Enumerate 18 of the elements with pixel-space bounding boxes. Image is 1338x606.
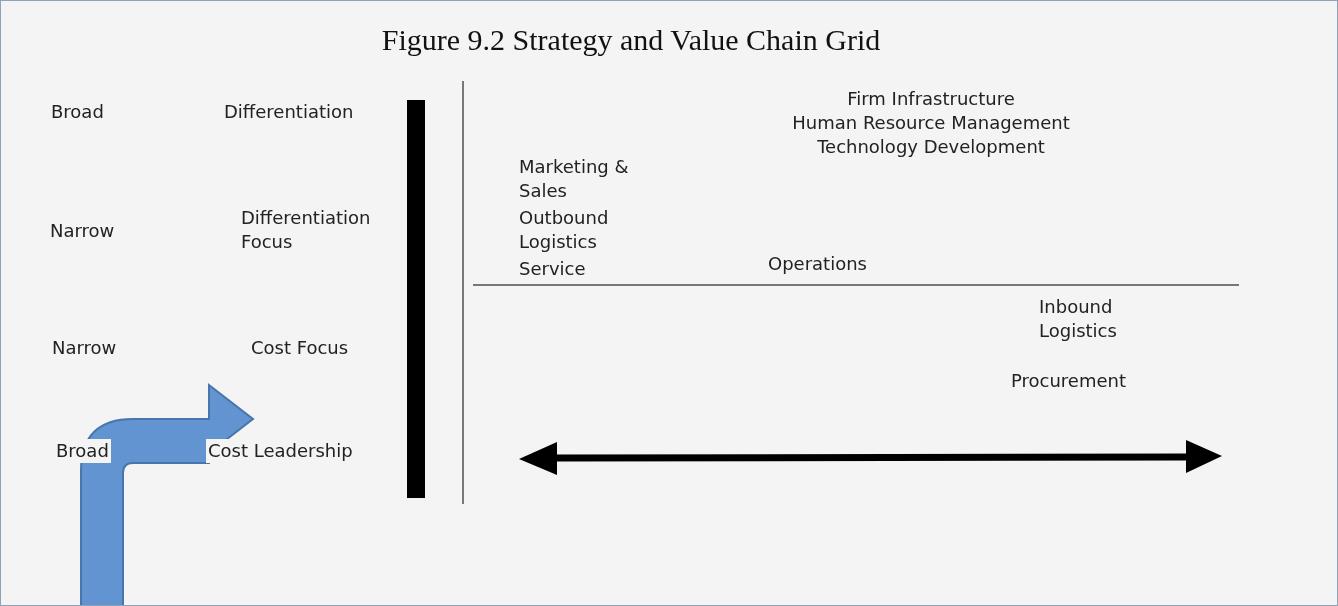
strategy-label: Differentiation Focus: [241, 206, 372, 254]
figure-title: Figure 9.2 Strategy and Value Chain Grid: [380, 23, 882, 57]
activity-label: Operations: [768, 252, 868, 276]
row-label: Narrow: [52, 336, 118, 360]
activity-label: Technology Development: [816, 135, 1046, 159]
activity-label: Marketing & Sales: [519, 155, 630, 203]
activity-label: Procurement: [1011, 369, 1127, 393]
activity-label: Firm Infrastructure: [846, 87, 1016, 111]
activity-label: Human Resource Management: [791, 111, 1071, 135]
row-label: Broad: [54, 439, 111, 463]
activity-label: Outbound Logistics: [519, 206, 610, 254]
activity-label: Service: [519, 257, 587, 281]
strategy-label: Cost Leadership: [206, 439, 355, 463]
strategy-label: Cost Focus: [251, 336, 350, 360]
activity-label: Inbound Logistics: [1039, 295, 1118, 343]
row-label: Broad: [51, 100, 105, 124]
row-label: Narrow: [50, 219, 116, 243]
strategy-label: Differentiation: [224, 100, 355, 124]
